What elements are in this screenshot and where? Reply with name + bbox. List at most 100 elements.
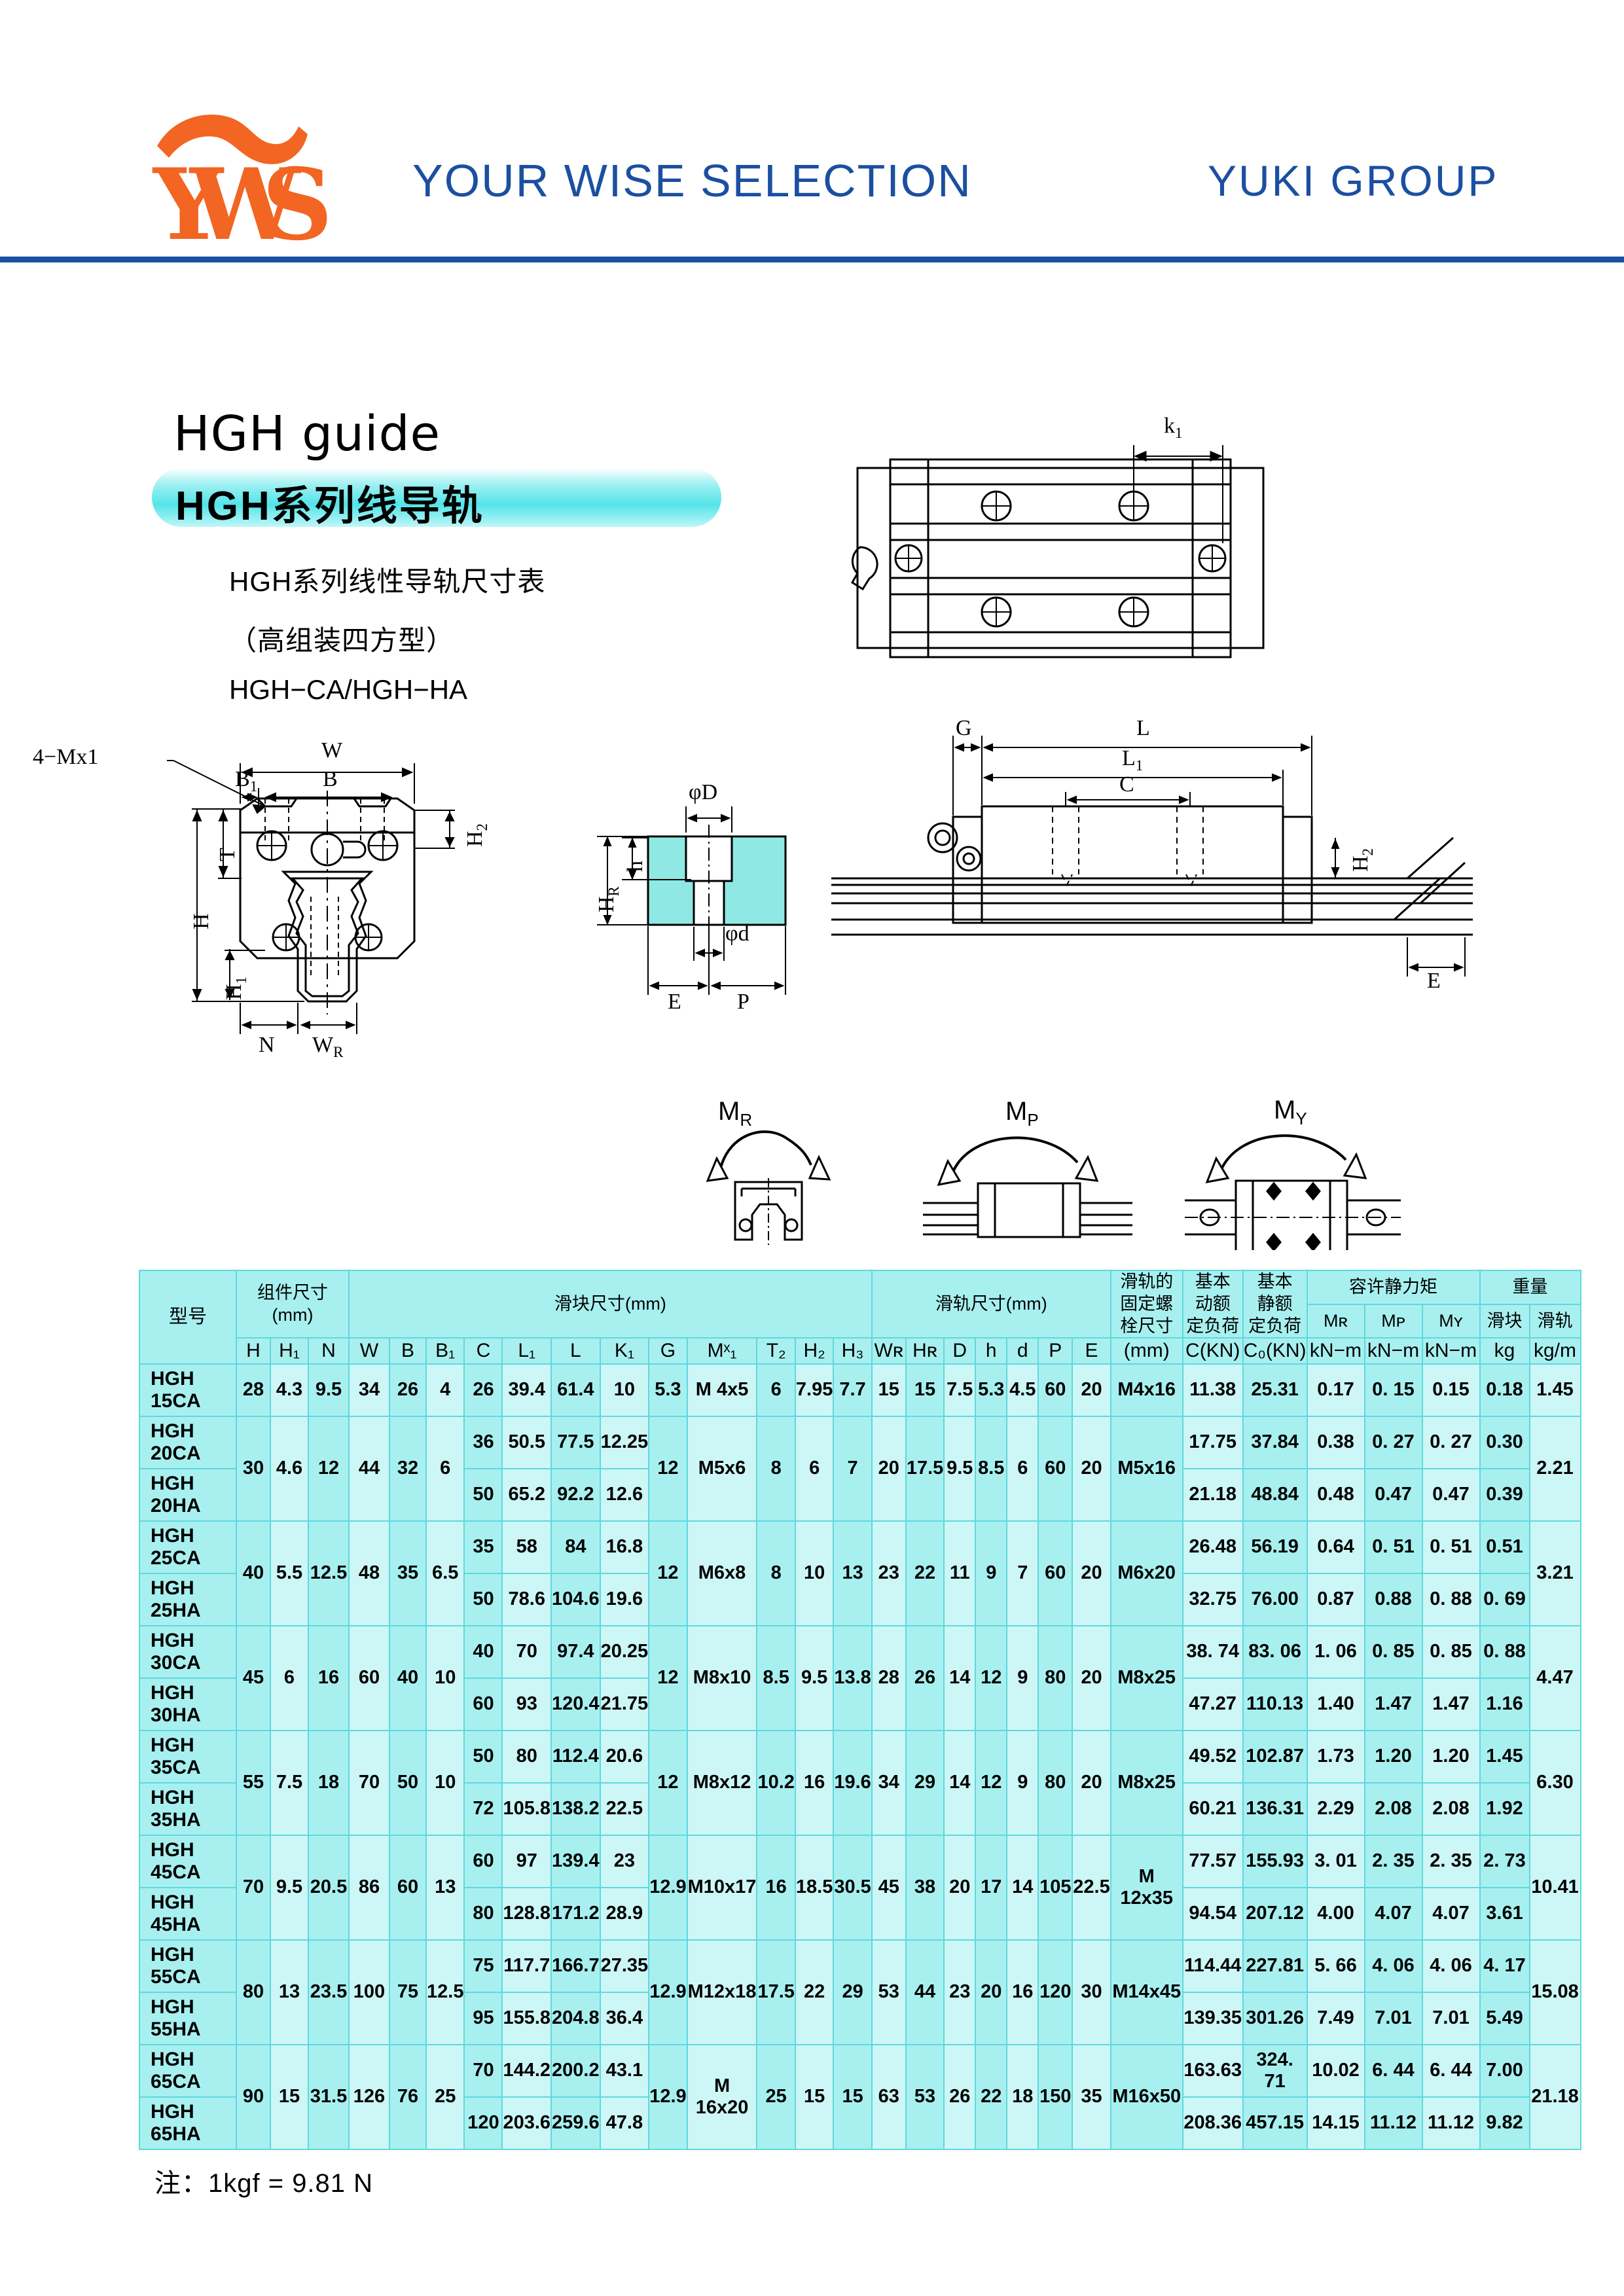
cell-mr: 4.00 bbox=[1306, 1886, 1365, 1941]
cell-mx1: M5x6 bbox=[686, 1415, 758, 1522]
cell-hr: 15 bbox=[905, 1363, 945, 1417]
cell-h2: 7.95 bbox=[794, 1363, 835, 1417]
th-stat-l3: 定负荷 bbox=[1248, 1316, 1302, 1336]
cell-h3: 29 bbox=[833, 1939, 873, 2045]
cell-c: 60 bbox=[463, 1677, 503, 1731]
cell-c_kn: 38. 74 bbox=[1182, 1624, 1244, 1679]
th-symbol-6: C bbox=[463, 1337, 503, 1365]
cell-d: 20 bbox=[943, 1834, 977, 1941]
th-symbol-25: kN−m bbox=[1306, 1337, 1365, 1365]
cell-l: 204.8 bbox=[550, 1991, 601, 2045]
cell-n: 31.5 bbox=[308, 2043, 350, 2150]
th-model: 型号 bbox=[139, 1270, 237, 1365]
cell-my: 1.20 bbox=[1421, 1729, 1481, 1784]
cell-d: 7 bbox=[1006, 1520, 1039, 1626]
cell-k1: 22.5 bbox=[599, 1782, 650, 1836]
cell-c0_kn: 102.87 bbox=[1242, 1729, 1308, 1784]
cell-g: 12.9 bbox=[648, 2043, 688, 2150]
cell-w_rail: 2.21 bbox=[1528, 1415, 1581, 1522]
th-group-moment: 容许静力矩 bbox=[1306, 1270, 1481, 1305]
dim-label-b1: B1 bbox=[235, 767, 258, 795]
dim-label-e-right: E bbox=[1427, 969, 1441, 993]
cell-k1: 19.6 bbox=[599, 1572, 650, 1626]
th-symbol-24: C₀(KN) bbox=[1242, 1337, 1308, 1365]
cell-k1: 12.6 bbox=[599, 1467, 650, 1522]
page-title-english: HGH guide bbox=[173, 406, 441, 462]
cell-t2: 25 bbox=[756, 2043, 796, 2150]
cell-w: 86 bbox=[348, 1834, 390, 1941]
cell-l: 171.2 bbox=[550, 1886, 601, 1941]
dim-label-w: W bbox=[321, 738, 343, 762]
cell-h3: 7 bbox=[833, 1415, 873, 1522]
th-symbol-4: B bbox=[389, 1337, 427, 1365]
cell-e: 20 bbox=[1072, 1363, 1111, 1417]
th-moment-mr: Mʀ bbox=[1306, 1303, 1365, 1339]
cell-w_rail: 4.47 bbox=[1528, 1624, 1581, 1731]
th-symbol-29: kg/m bbox=[1528, 1337, 1581, 1365]
cell-mr: 1. 06 bbox=[1306, 1624, 1365, 1679]
cell-bolt: M16x50 bbox=[1110, 2043, 1183, 2150]
cell-mp: 7.01 bbox=[1363, 1991, 1423, 2045]
cell-mr: 10.02 bbox=[1306, 2043, 1365, 2098]
cell-l: 138.2 bbox=[550, 1782, 601, 1836]
th-symbol-13: H₂ bbox=[794, 1337, 835, 1365]
th-symbol-15: Wʀ bbox=[871, 1337, 907, 1365]
svg-text:S: S bbox=[262, 147, 327, 249]
cell-c0_kn: 76.00 bbox=[1242, 1572, 1308, 1626]
cell-c_kn: 11.38 bbox=[1182, 1363, 1244, 1417]
cell-mp: 1.47 bbox=[1363, 1677, 1423, 1731]
cell-model: HGH 15CA bbox=[139, 1363, 237, 1417]
cell-w_rail: 21.18 bbox=[1528, 2043, 1581, 2150]
cell-c0_kn: 301.26 bbox=[1242, 1991, 1308, 2045]
cell-n: 9.5 bbox=[308, 1363, 350, 1417]
cell-k1: 20.25 bbox=[599, 1624, 650, 1679]
th-group-dynamic: 基本 动额 定负荷 bbox=[1182, 1269, 1244, 1339]
cell-mr: 14.15 bbox=[1306, 2096, 1365, 2150]
dim-label-hr: HR bbox=[594, 886, 622, 912]
cell-n: 20.5 bbox=[308, 1834, 350, 1941]
cell-wr: 45 bbox=[871, 1834, 907, 1941]
cell-wr: 28 bbox=[871, 1624, 907, 1731]
cell-my: 7.01 bbox=[1421, 1991, 1481, 2045]
cell-mp: 0. 15 bbox=[1363, 1363, 1423, 1417]
cell-c_kn: 47.27 bbox=[1182, 1677, 1244, 1731]
th-moment-mp: Mᴘ bbox=[1363, 1303, 1423, 1339]
cell-h: 30 bbox=[236, 1415, 271, 1522]
cell-d: 9 bbox=[1006, 1729, 1039, 1836]
cell-c_kn: 26.48 bbox=[1182, 1520, 1244, 1574]
th-symbol-7: L₁ bbox=[501, 1337, 552, 1365]
cell-my: 6. 44 bbox=[1421, 2043, 1481, 2098]
th-weight-block: 滑块 bbox=[1479, 1303, 1530, 1339]
cell-l: 120.4 bbox=[550, 1677, 601, 1731]
cell-c: 75 bbox=[463, 1939, 503, 1993]
cell-g: 12.9 bbox=[648, 1939, 688, 2045]
cell-my: 0. 27 bbox=[1421, 1415, 1481, 1469]
cell-h: 9 bbox=[975, 1520, 1008, 1626]
cell-bolt: M6x20 bbox=[1110, 1520, 1183, 1626]
cell-d: 23 bbox=[943, 1939, 977, 2045]
cell-d: 14 bbox=[943, 1729, 977, 1836]
svg-text:W: W bbox=[189, 147, 302, 249]
cell-model: HGH 35CA bbox=[139, 1729, 237, 1784]
cell-h: 80 bbox=[236, 1939, 271, 2045]
cell-c: 50 bbox=[463, 1572, 503, 1626]
th-group-block: 滑块尺寸(mm) bbox=[348, 1269, 873, 1339]
cell-mp: 0. 27 bbox=[1363, 1415, 1423, 1469]
cell-mr: 2.29 bbox=[1306, 1782, 1365, 1836]
cell-h3: 13 bbox=[833, 1520, 873, 1626]
cell-l1: 155.8 bbox=[501, 1991, 552, 2045]
th-symbol-22: (mm) bbox=[1110, 1337, 1183, 1365]
cell-k1: 16.8 bbox=[599, 1520, 650, 1574]
cell-c_kn: 49.52 bbox=[1182, 1729, 1244, 1784]
assembly-side-view-drawing: G L L1 C H2 E bbox=[831, 707, 1473, 1024]
cell-h: 17 bbox=[975, 1834, 1008, 1941]
cell-my: 0. 88 bbox=[1421, 1572, 1481, 1626]
cell-h: 5.3 bbox=[975, 1363, 1008, 1417]
cell-h3: 7.7 bbox=[833, 1363, 873, 1417]
dim-label-p: P bbox=[737, 990, 749, 1014]
cell-c: 120 bbox=[463, 2096, 503, 2150]
